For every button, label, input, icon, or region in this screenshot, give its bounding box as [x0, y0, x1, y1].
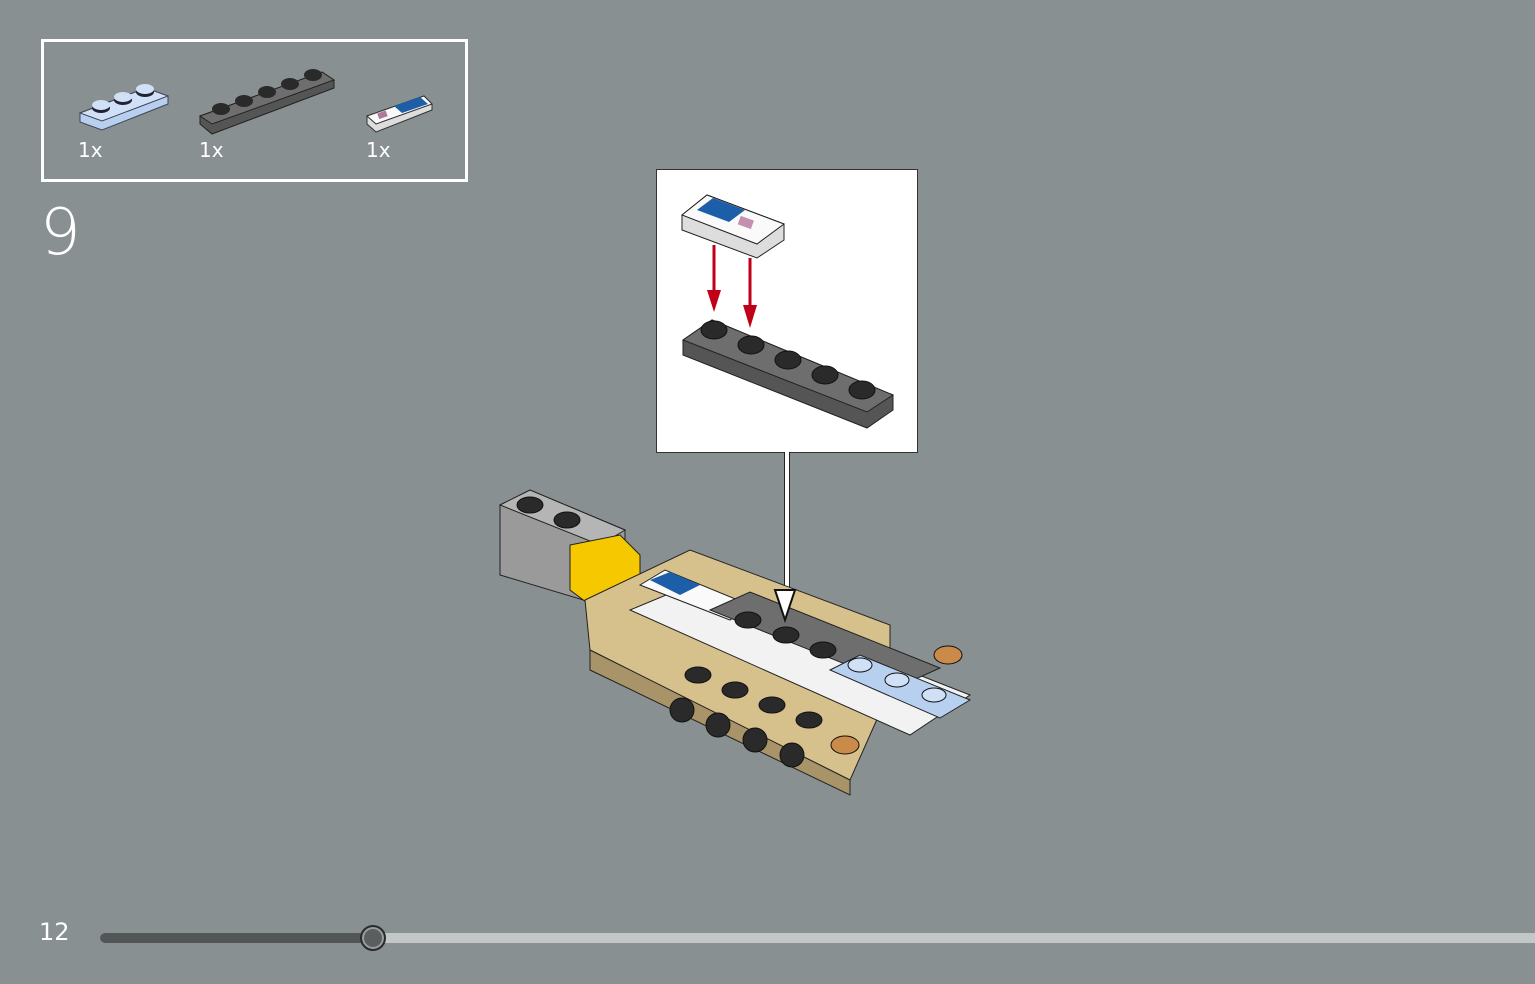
progress-fill — [100, 933, 373, 943]
part-quantity: 1x — [366, 138, 391, 162]
step-number: 9 — [40, 196, 81, 270]
slider-handle[interactable] — [359, 925, 386, 951]
printed-tile-image — [366, 95, 433, 133]
sub-assembly-callout — [656, 169, 918, 453]
light-blue-plate-image — [78, 84, 170, 131]
page-progress-slider[interactable] — [100, 925, 1535, 951]
callout-illustration — [681, 194, 895, 429]
dark-gray-plate-image — [198, 69, 336, 135]
page-number: 12 — [39, 918, 70, 946]
callout-connector-line — [784, 452, 790, 592]
model-illustration — [498, 489, 972, 796]
parts-list-box: 1x 1x 1x — [41, 39, 468, 182]
part-quantity: 1x — [78, 138, 103, 162]
part-quantity: 1x — [199, 138, 224, 162]
